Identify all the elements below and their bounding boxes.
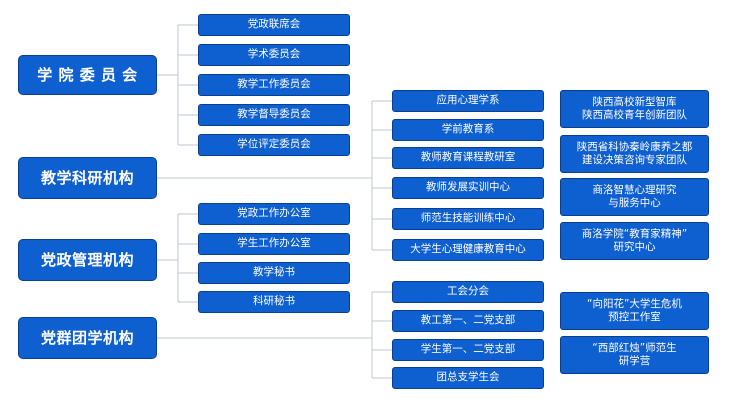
teaching-item[interactable]: 教师教育课程教研室	[392, 147, 544, 169]
team-box-label: 商洛学院“教育家精神” 研究中心	[581, 227, 688, 253]
teaching-item[interactable]: 师范生技能训练中心	[392, 208, 544, 230]
admin-item[interactable]: 科研秘书	[198, 291, 350, 313]
council-item[interactable]: 教学工作委员会	[198, 74, 350, 96]
teaching-item-label: 应用心理学系	[436, 94, 500, 107]
party-item-label: 团总支学生会	[436, 371, 500, 384]
admin-item-label: 党政工作办公室	[237, 207, 311, 220]
council-item-label: 学位评定委员会	[237, 138, 311, 151]
team-box[interactable]: “西部红烛”师范生 研学营	[560, 336, 709, 374]
admin-item-label: 科研秘书	[253, 295, 295, 308]
teaching-item-label: 学前教育系	[441, 123, 495, 136]
team-box[interactable]: 陕西省科协秦岭康养之都 建设决策咨询专家团队	[560, 135, 709, 173]
team-box-label: 商洛智慧心理研究 与服务中心	[592, 183, 677, 209]
admin-item-label: 教学秘书	[253, 266, 295, 279]
team-box-label: “西部红烛”师范生 研学营	[592, 341, 677, 367]
teaching-item-label: 师范生技能训练中心	[420, 212, 516, 225]
council-item-label: 学术委员会	[247, 48, 301, 61]
connector-admin	[157, 213, 198, 303]
party-item-label: 学生第一、二党支部	[420, 343, 516, 356]
connector-council	[157, 24, 198, 146]
council-item-label: 教学督导委员会	[237, 108, 311, 121]
teaching-item-label: 教师教育课程教研室	[420, 151, 516, 164]
party-item[interactable]: 学生第一、二党支部	[392, 339, 544, 361]
team-box-label: “向阳花”大学生危机 预控工作室	[587, 297, 682, 323]
admin-item-label: 学生工作办公室	[237, 237, 311, 250]
party-item[interactable]: 教工第一、二党支部	[392, 310, 544, 332]
admin-item[interactable]: 教学秘书	[198, 262, 350, 284]
teaching-item[interactable]: 大学生心理健康教育中心	[392, 239, 544, 261]
main-box-administration[interactable]: 党政管理机构	[18, 239, 157, 281]
main-box-label: 党群团学机构	[40, 328, 134, 347]
teaching-item[interactable]: 应用心理学系	[392, 90, 544, 112]
council-item-label: 教学工作委员会	[237, 78, 311, 91]
admin-item[interactable]: 学生工作办公室	[198, 233, 350, 255]
main-box-party-league[interactable]: 党群团学机构	[18, 317, 157, 359]
teaching-item[interactable]: 教师发展实训中心	[392, 177, 544, 199]
main-box-council[interactable]: 学 院 委 员 会	[18, 55, 157, 95]
council-item-label: 党政联席会	[247, 18, 301, 31]
team-box[interactable]: 商洛智慧心理研究 与服务中心	[560, 178, 709, 216]
connector-party	[157, 291, 392, 379]
teaching-item-label: 教师发展实训中心	[426, 181, 510, 194]
council-item[interactable]: 党政联席会	[198, 14, 350, 36]
party-item[interactable]: 团总支学生会	[392, 367, 544, 389]
team-box[interactable]: 陕西高校新型智库 陕西高校青年创新团队	[560, 90, 709, 128]
team-box[interactable]: “向阳花”大学生危机 预控工作室	[560, 292, 709, 330]
team-box[interactable]: 商洛学院“教育家精神” 研究中心	[560, 222, 709, 260]
team-box-label: 陕西高校新型智库 陕西高校青年创新团队	[582, 95, 687, 121]
main-box-label: 学 院 委 员 会	[37, 65, 138, 84]
council-item[interactable]: 学位评定委员会	[198, 134, 350, 156]
connector-teaching	[157, 100, 392, 251]
council-item[interactable]: 学术委员会	[198, 44, 350, 66]
teaching-item[interactable]: 学前教育系	[392, 119, 544, 141]
admin-item[interactable]: 党政工作办公室	[198, 203, 350, 225]
main-box-label: 党政管理机构	[40, 250, 134, 269]
party-item[interactable]: 工会分会	[392, 281, 544, 303]
teaching-item-label: 大学生心理健康教育中心	[410, 243, 526, 256]
main-box-teaching-research[interactable]: 教学科研机构	[18, 157, 157, 199]
team-box-label: 陕西省科协秦岭康养之都 建设决策咨询专家团队	[576, 140, 693, 166]
main-box-label: 教学科研机构	[40, 168, 134, 187]
party-item-label: 工会分会	[447, 285, 489, 298]
party-item-label: 教工第一、二党支部	[420, 314, 516, 327]
council-item[interactable]: 教学督导委员会	[198, 104, 350, 126]
